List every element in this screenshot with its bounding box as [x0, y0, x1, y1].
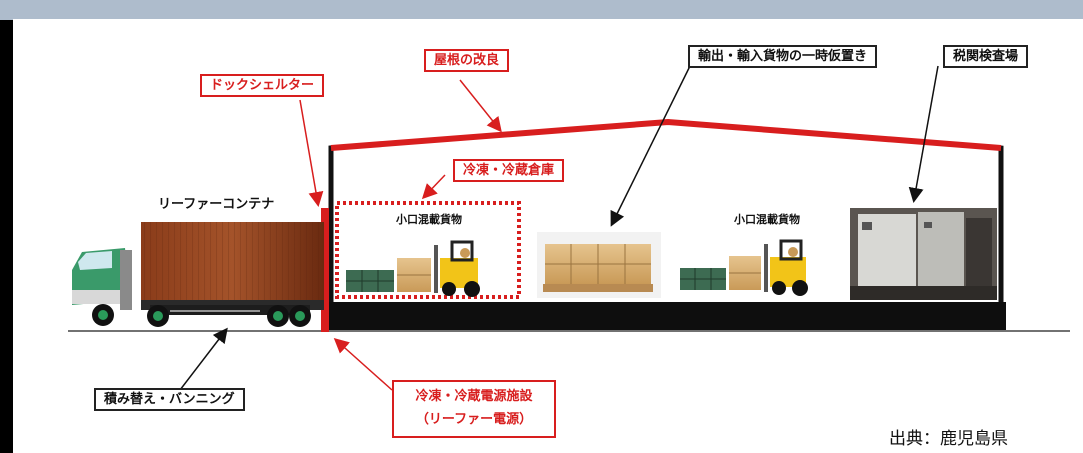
mixed-cargo-label-1: 小口混載貨物: [396, 213, 462, 226]
reefer-container-label: リーファーコンテナ: [158, 197, 275, 212]
source-credit: 出典：鹿児島県: [889, 429, 1008, 449]
improved-roof: [330, 118, 1002, 151]
cold-storage-label: 冷凍・冷蔵倉庫: [453, 159, 565, 182]
mixed-cargo-label-2: 小口混載貨物: [734, 213, 800, 226]
mixed-cargo-area-2: [680, 256, 761, 290]
arrow-roof: [459, 79, 502, 133]
arrow-power-supply: [333, 338, 393, 391]
power-supply-label: 冷凍・冷蔵電源施設 （リーファー電源）: [392, 380, 556, 438]
customs-inspection-equipment: [850, 208, 997, 300]
window-frame: [0, 0, 1083, 20]
transshipment-label: 積み替え・バンニング: [94, 388, 245, 411]
cold-storage-area: [335, 201, 521, 299]
customs-inspection-label: 税関検査場: [943, 45, 1029, 68]
forklift-1: [434, 240, 480, 297]
temporary-storage-label: 輸出・輸入貨物の一時仮置き: [688, 45, 878, 68]
temporary-storage-pallets: [537, 232, 661, 298]
warehouse-building: [327, 118, 1006, 330]
power-supply-label-line2: （リーファー電源）: [415, 412, 533, 427]
dock-shelter: [321, 208, 329, 332]
arrow-customs-inspection: [908, 65, 939, 203]
cold-storage-cargo: [346, 258, 431, 292]
arrow-temporary-storage: [610, 65, 691, 227]
roof-improvement-label: 屋根の改良: [424, 49, 510, 72]
reefer-truck: [72, 222, 324, 327]
warehouse-floor: [327, 302, 1006, 330]
power-supply-label-line1: 冷凍・冷蔵電源施設: [415, 389, 533, 404]
arrow-transshipment: [179, 327, 228, 391]
arrow-cold-storage: [421, 174, 446, 200]
dock-shelter-label: ドックシェルター: [200, 74, 325, 97]
arrow-dock-shelter: [299, 99, 324, 207]
forklift-2: [764, 239, 808, 296]
